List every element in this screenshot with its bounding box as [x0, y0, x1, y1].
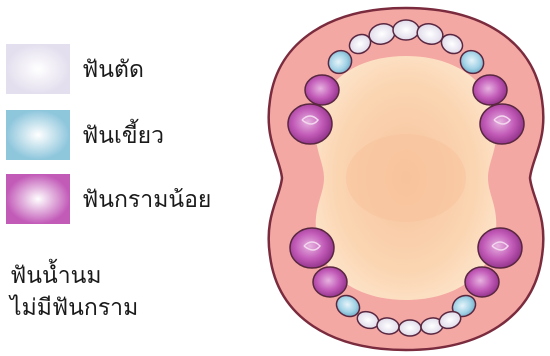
palate-center: [346, 134, 466, 222]
legend-item-premolar: ฟันกรามน้อย: [6, 174, 268, 224]
legend-item-incisor: ฟันตัด: [6, 44, 268, 94]
caption-line-2: ไม่มีฟันกราม: [10, 290, 138, 326]
legend-item-canine: ฟันเขี้ยว: [6, 110, 268, 160]
caption-line-1: ฟันน้ำนม: [10, 258, 102, 294]
incisor-swatch: [6, 44, 70, 94]
legend-label-incisor: ฟันตัด: [82, 52, 144, 88]
legend-label-canine: ฟันเขี้ยว: [82, 118, 164, 154]
legend-label-premolar: ฟันกรามน้อย: [82, 182, 211, 218]
legend: ฟันตัด ฟันเขี้ยว ฟันกรามน้อย ฟันน้ำนม ไม…: [0, 0, 270, 356]
canine-swatch: [6, 110, 70, 160]
premolar-swatch: [6, 174, 70, 224]
primary-teeth-diagram: [262, 0, 550, 356]
